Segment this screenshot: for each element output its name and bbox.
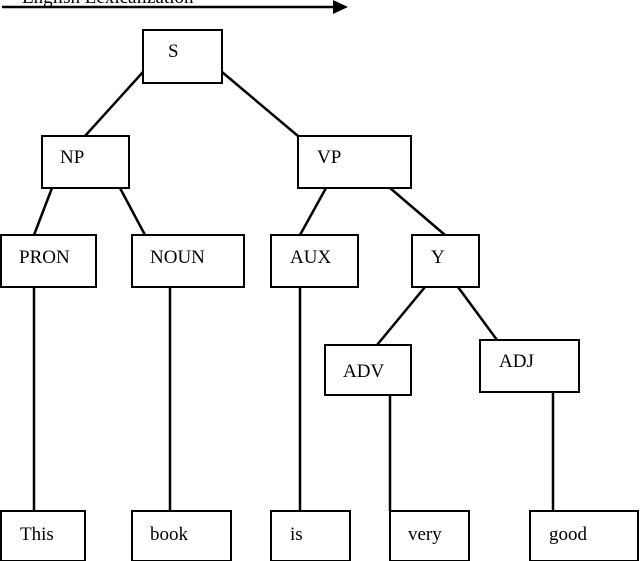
node-y: Y: [411, 234, 480, 288]
edge-np-pron: [32, 187, 54, 236]
node-noun-label: NOUN: [150, 247, 205, 268]
node-aux-label: AUX: [290, 247, 331, 268]
leaf-very-label: very: [408, 524, 442, 545]
edge-vp-aux: [298, 187, 328, 236]
caption-text: English Lexicalization: [22, 0, 194, 8]
node-aux: AUX: [270, 234, 359, 288]
leaf-this: This: [0, 510, 86, 561]
node-s-label: S: [168, 41, 179, 62]
edge-s-vp: [221, 71, 299, 137]
leaf-very: very: [389, 510, 470, 561]
node-adj: ADJ: [479, 339, 580, 393]
arrow-head-icon: [333, 0, 348, 14]
node-np: NP: [41, 135, 130, 189]
leaf-is: is: [270, 510, 351, 561]
node-s: S: [142, 29, 223, 84]
edge-y-adj: [456, 286, 499, 341]
edge-vp-y: [389, 187, 446, 236]
leaf-this-label: This: [20, 524, 54, 545]
leaf-is-label: is: [290, 524, 303, 545]
node-adv: ADV: [324, 344, 412, 396]
leaf-book: book: [131, 510, 232, 561]
caption-arrow: English Lexicalization: [2, 0, 348, 14]
tree-edges: [32, 71, 555, 511]
edge-y-adv: [376, 286, 426, 346]
node-noun: NOUN: [131, 234, 245, 288]
leaf-book-label: book: [150, 524, 189, 545]
edge-s-np: [84, 71, 144, 137]
node-pron: PRON: [0, 234, 97, 288]
node-adj-label: ADJ: [499, 351, 534, 372]
leaf-good-label: good: [549, 524, 588, 545]
node-vp: VP: [297, 135, 412, 189]
node-pron-label: PRON: [19, 247, 70, 268]
edge-np-noun: [118, 187, 147, 236]
leaf-good: good: [529, 510, 639, 561]
node-vp-label: VP: [317, 147, 341, 168]
node-y-label: Y: [431, 247, 445, 268]
node-np-label: NP: [60, 147, 84, 168]
node-adv-label: ADV: [343, 361, 384, 382]
